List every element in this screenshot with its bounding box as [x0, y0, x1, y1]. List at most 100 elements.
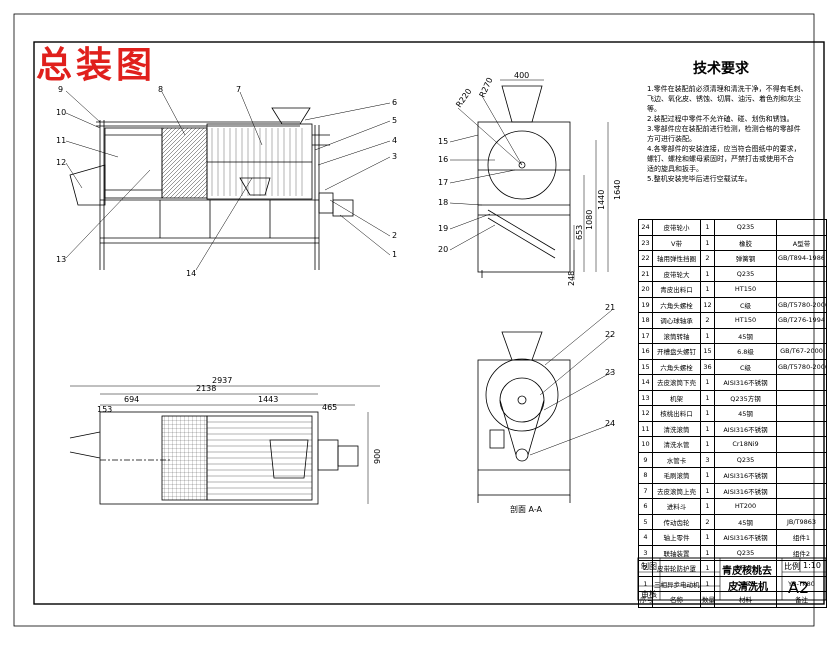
bom-header-cell: 备注: [776, 591, 827, 608]
tech-requirements-title: 技术要求: [693, 61, 749, 77]
tech-note-line: 螺钉、螺栓和螺母紧固时，严禁打击或使用不合: [647, 155, 794, 163]
bom-header-cell: 序号: [638, 591, 653, 608]
label-4: 4: [392, 136, 397, 145]
bom-cell: 皮带轮大: [652, 265, 701, 282]
bom-cell: AISI316不锈钢: [714, 482, 777, 499]
bom-cell: 1: [700, 482, 715, 499]
bom-cell: 24: [638, 219, 653, 236]
bom-cell: 毛刷滚筒: [652, 467, 701, 484]
tech-note-line: 2.装配过程中零件不允许磕、碰、划伤和锈蚀。: [647, 115, 794, 123]
dim-653: 653: [575, 225, 584, 240]
dim-1640: 1640: [613, 180, 622, 200]
bom-cell: 去皮滚筒上壳: [652, 482, 701, 499]
bom-cell: GB/T67-2000: [776, 343, 827, 360]
bom-cell: Cr18Ni9: [714, 436, 777, 453]
bom-cell: 皮带轮小: [652, 219, 701, 236]
reviewer-label: 审核: [641, 590, 657, 599]
bom-cell: 1: [700, 389, 715, 406]
bom-cell: 10: [638, 436, 653, 453]
dim-400: 400: [514, 71, 529, 80]
scale-value: 1:10: [803, 561, 821, 570]
label-20: 20: [438, 245, 448, 254]
bom-cell: 2: [700, 513, 715, 530]
section-label-group: 21 22 23 24: [605, 303, 615, 428]
dim-2138: 2138: [196, 384, 216, 393]
bom-cell: 青皮出料口: [652, 281, 701, 298]
label-23: 23: [605, 368, 615, 377]
bom-cell: [776, 498, 827, 515]
bom-cell: 1: [700, 374, 715, 391]
bom-cell: 开槽盘头螺钉: [652, 343, 701, 360]
bom-cell: 2: [700, 250, 715, 267]
bom-cell: 11: [638, 420, 653, 437]
bom-cell: 12: [638, 405, 653, 422]
bom-cell: HT200: [714, 498, 777, 515]
bom-cell: [776, 389, 827, 406]
bom-cell: 1: [700, 498, 715, 515]
tech-note-line: 4.各零部件的安装连接，应当符合图纸中的要求，: [647, 145, 801, 153]
front-label-group: 9 10 11 12 13 8 7 14 6 5 4 3 2 1: [56, 85, 397, 278]
bom-cell: AISI316不锈钢: [714, 467, 777, 484]
dim-153: 153: [97, 405, 112, 414]
bom-cell: 4: [638, 529, 653, 546]
bom-cell: 轴用弹性挡圈: [652, 250, 701, 267]
bom-cell: [776, 265, 827, 282]
label-17: 17: [438, 178, 448, 187]
bom-cell: 45钢: [714, 513, 777, 530]
bom-cell: [776, 436, 827, 453]
sheet-size: A2: [788, 578, 810, 597]
bom-cell: 滚筒转轴: [652, 327, 701, 344]
bom-cell: 12: [700, 296, 715, 313]
bom-cell: HT150: [714, 312, 777, 329]
dim-2937: 2937: [212, 376, 232, 385]
tech-note-line: 适的旋具和扳手。: [647, 165, 703, 173]
bom-cell: [776, 405, 827, 422]
bom-cell: 水管卡: [652, 451, 701, 468]
bom-cell: [776, 374, 827, 391]
tech-note-line: 飞边、氧化皮、锈蚀、切屑、油污、着色剂和灰尘: [647, 95, 801, 103]
label-9: 9: [58, 85, 63, 94]
tech-requirements-notes: 1.零件在装配前必须清理和清洗干净，不得有毛刺、飞边、氧化皮、锈蚀、切屑、油污、…: [647, 84, 822, 184]
bom-cell: Q235: [714, 219, 777, 236]
label-8: 8: [158, 85, 163, 94]
dim-1080: 1080: [585, 210, 594, 230]
bom-cell: 22: [638, 250, 653, 267]
bom-cell: A型带: [776, 234, 827, 251]
label-12: 12: [56, 158, 66, 167]
tech-note-line: 方可进行装配。: [647, 135, 696, 143]
bom-cell: 15: [700, 343, 715, 360]
label-3: 3: [392, 152, 397, 161]
title-block: 制图 审核 青皮核桃去 皮清洗机 比例 1:10 A2: [638, 558, 826, 600]
label-2: 2: [392, 231, 397, 240]
bom-cell: [776, 467, 827, 484]
bom-cell: 1: [700, 234, 715, 251]
bom-cell: GB/T5780-2000: [776, 296, 827, 313]
dim-1440: 1440: [597, 190, 606, 210]
bom-cell: 1: [700, 327, 715, 344]
bom-cell: 组件1: [776, 529, 827, 546]
bom-cell: 去皮滚筒下壳: [652, 374, 701, 391]
tech-note-line: 5.整机安装完毕后进行空载试车。: [647, 175, 752, 183]
bom-cell: [776, 219, 827, 236]
tech-note-line: 等。: [647, 105, 661, 113]
bom-cell: JB/T9863: [776, 513, 827, 530]
bom-cell: 1: [700, 281, 715, 298]
bom-cell: 20: [638, 281, 653, 298]
bom-cell: 14: [638, 374, 653, 391]
bom-cell: 进料斗: [652, 498, 701, 515]
bom-cell: 1: [700, 529, 715, 546]
bom-cell: 19: [638, 296, 653, 313]
bom-cell: 2: [700, 312, 715, 329]
bom-cell: V带: [652, 234, 701, 251]
label-24: 24: [605, 419, 615, 428]
